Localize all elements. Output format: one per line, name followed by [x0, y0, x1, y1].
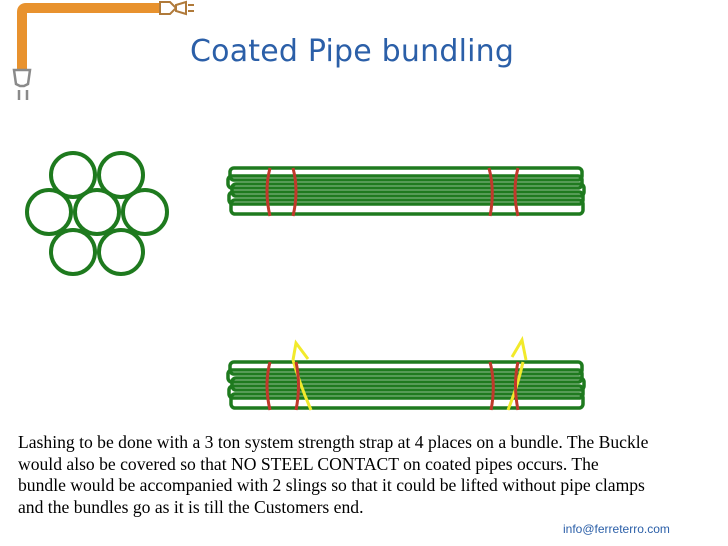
- pipe-circle: [49, 228, 97, 276]
- pipe-side: [227, 190, 585, 206]
- footer-email-link[interactable]: info@ferreterro.com: [563, 522, 670, 536]
- lifting-sling: [291, 339, 310, 361]
- lashing-strap: [488, 361, 495, 411]
- lashing-strap: [487, 167, 494, 217]
- lifting-sling: [291, 359, 313, 411]
- bottom-bundle-side-view: [226, 335, 586, 411]
- page-title: Coated Pipe bundling: [190, 34, 515, 69]
- pipe-side: [226, 174, 584, 190]
- top-bundle-side-view: [226, 166, 586, 217]
- pipe-circle: [25, 188, 73, 236]
- pipe-side: [228, 360, 584, 376]
- pipe-side: [226, 368, 584, 384]
- pipe-circle: [73, 188, 121, 236]
- pipe-side: [229, 198, 585, 216]
- pipe-circle: [49, 151, 97, 199]
- pipe-circle: [121, 188, 169, 236]
- lashing-strap: [291, 167, 298, 217]
- description-text: Lashing to be done with a 3 ton system s…: [18, 432, 718, 518]
- lashing-strap: [265, 361, 272, 411]
- pipe-side: [229, 392, 585, 410]
- description-line: bundle would be accompanied with 2 sling…: [18, 475, 645, 495]
- lifting-sling: [510, 335, 528, 361]
- pipe-circle: [97, 228, 145, 276]
- description-line: would also be covered so that NO STEEL C…: [18, 453, 599, 474]
- description-line: Lashing to be done with a 3 ton system s…: [18, 432, 649, 452]
- lashing-strap: [513, 167, 520, 217]
- bent-pipe-with-hook-icon: [12, 0, 194, 100]
- pipe-side: [230, 376, 586, 392]
- lashing-strap: [514, 361, 520, 411]
- pipe-side: [230, 182, 586, 198]
- pipe-circle: [97, 151, 145, 199]
- pipe-side: [228, 166, 584, 182]
- lashing-strap: [294, 361, 300, 411]
- bundle-cross-section: [25, 151, 169, 276]
- pipe-bundle-diagram: [25, 151, 586, 411]
- logo-icon: [12, 0, 194, 100]
- pipe-side: [227, 384, 585, 400]
- lashing-strap: [265, 167, 272, 217]
- description-line: and the bundles go as it is till the Cus…: [18, 496, 364, 517]
